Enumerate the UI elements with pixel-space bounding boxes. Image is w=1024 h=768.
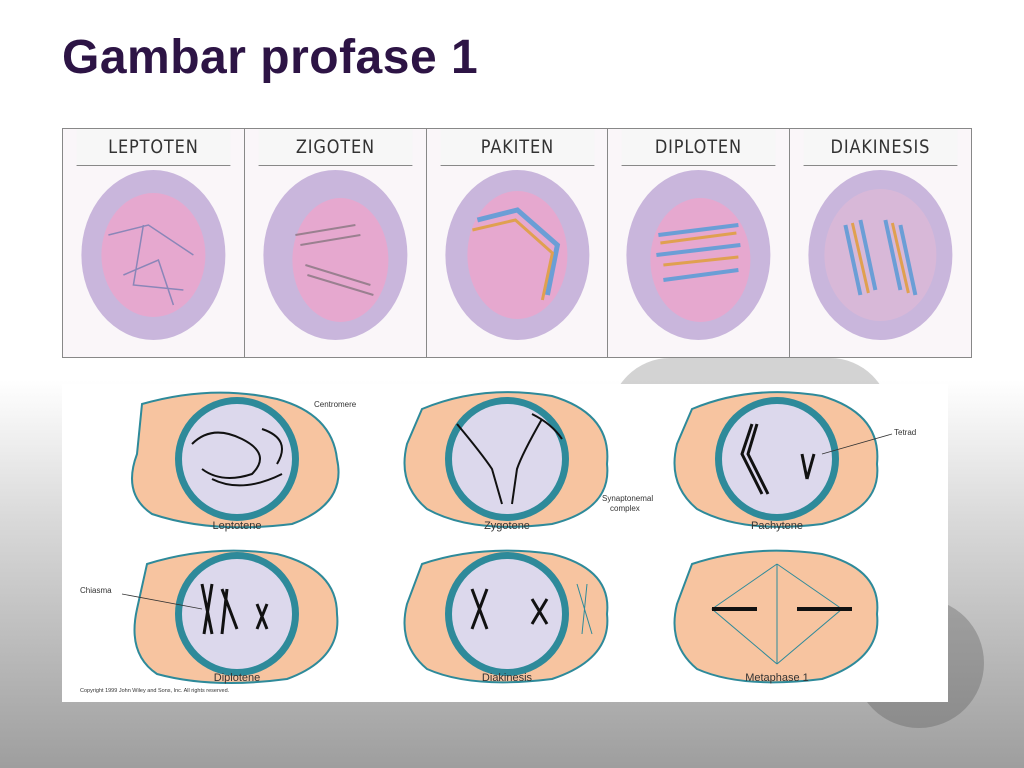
prophase-stage-strip: LEPTOTEN ZIGOTEN PAKITEN DIPLOTEN — [62, 128, 972, 358]
cell-label: Diplotene — [213, 672, 261, 684]
cell-pachytene — [673, 391, 893, 528]
annotation-synaptonemal-2: complex — [610, 504, 640, 513]
cell-label: Leptotene — [212, 520, 262, 532]
panel-diploten: DIPLOTEN — [608, 129, 791, 357]
panel-leptoten: LEPTOTEN — [63, 129, 245, 357]
copyright-note: Copyright 1999 John Wiley and Sons, Inc.… — [80, 688, 230, 694]
cell-illustration — [808, 170, 953, 340]
cell-diplotene — [121, 549, 339, 684]
panel-label: DIPLOTEN — [621, 129, 776, 166]
annotation-tetrad: Tetrad — [894, 428, 917, 437]
panel-pakiten: PAKITEN — [426, 129, 609, 357]
cell-illustration — [444, 170, 589, 340]
panel-zigoten: ZIGOTEN — [244, 129, 427, 357]
slide-title: Gambar profase 1 — [62, 31, 479, 84]
cell-illustration — [81, 170, 226, 340]
cell-label: Pachytene — [751, 520, 803, 532]
cell-zygotene — [403, 391, 609, 528]
cell-label: Diakinesis — [481, 672, 533, 684]
cell-illustration — [263, 170, 408, 340]
cell-leptotene — [131, 391, 340, 529]
diagram-drawing — [121, 391, 893, 684]
cell-illustration — [626, 170, 771, 340]
panel-label: LEPTOTEN — [76, 129, 231, 166]
panel-label: ZIGOTEN — [258, 129, 413, 166]
cell-label: Metaphase 1 — [745, 672, 809, 684]
cell-metaphase-1 — [673, 549, 879, 684]
prophase-diagram: Leptotene Zygotene Pachytene Diplotene D… — [62, 384, 948, 702]
annotation-chiasma: Chiasma — [80, 586, 112, 595]
annotation-centromere: Centromere — [314, 400, 357, 409]
panel-label: DIAKINESIS — [803, 129, 958, 166]
panel-label: PAKITEN — [440, 129, 594, 166]
panel-diakinesis: DIAKINESIS — [790, 129, 971, 357]
annotation-synaptonemal: Synaptonemal — [602, 494, 654, 503]
cell-diakinesis — [403, 549, 609, 684]
cell-label: Zygotene — [484, 520, 530, 532]
